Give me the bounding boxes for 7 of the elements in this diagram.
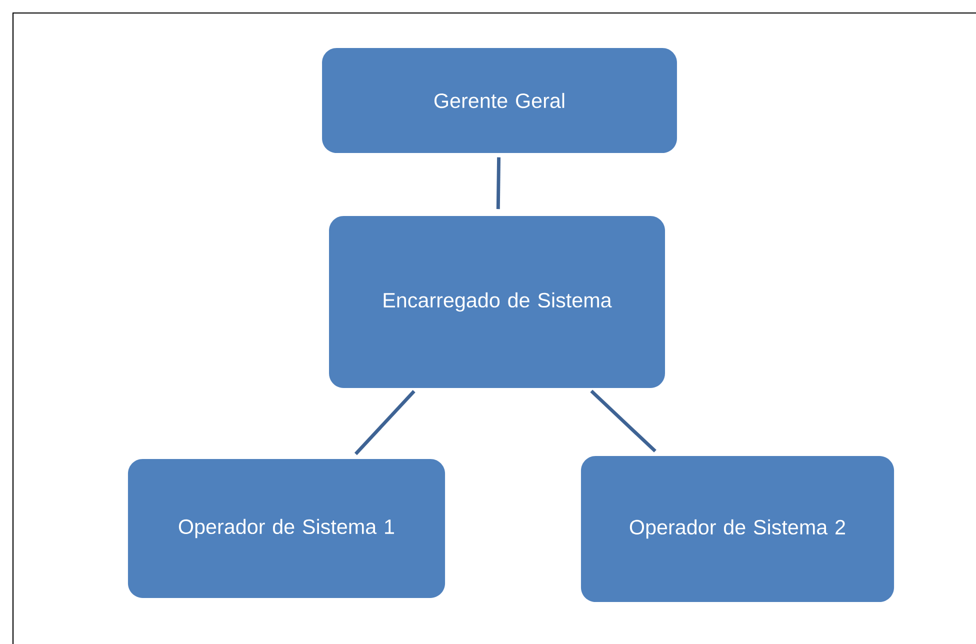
box: Operador de Sistema 1 bbox=[128, 459, 446, 598]
box: Encarregado de Sistema bbox=[329, 216, 665, 388]
box: Operador de Sistema 2 bbox=[580, 456, 894, 602]
connector-line bbox=[354, 390, 416, 456]
box: Gerente Geral bbox=[322, 48, 677, 154]
connector-line bbox=[590, 390, 656, 452]
connector-line bbox=[496, 157, 501, 210]
